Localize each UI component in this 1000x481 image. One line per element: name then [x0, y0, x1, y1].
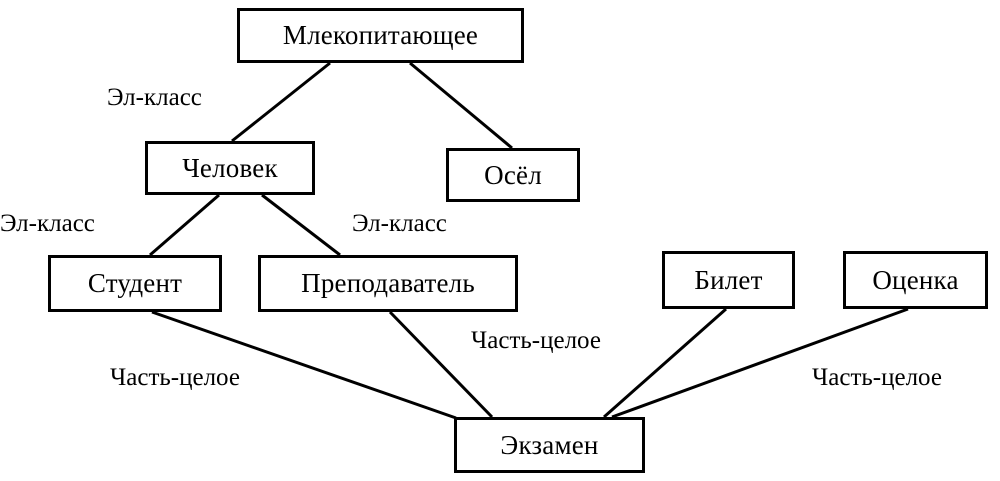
edge-grade-exam [611, 307, 909, 419]
node-human-label: Человек [182, 152, 278, 183]
edge-human-student [149, 193, 220, 257]
edge-label-chast-celoe-1: Часть-целое [471, 327, 601, 354]
node-ticket-label: Билет [694, 264, 763, 295]
edge-label-chast-celoe-3: Часть-целое [812, 364, 942, 391]
edge-label-el-klass-1: Эл-класс [107, 84, 202, 111]
node-exam-label: Экзамен [500, 429, 599, 460]
node-human[interactable]: Человек [145, 141, 315, 195]
node-mammal[interactable]: Млекопитающее [237, 8, 524, 63]
edge-mammal-donkey [409, 61, 513, 150]
edge-mammal-human [231, 61, 331, 143]
edge-ticket-exam [603, 307, 727, 419]
node-teacher-label: Преподаватель [301, 268, 475, 298]
node-ticket[interactable]: Билет [662, 251, 795, 309]
edge-human-teacher [261, 193, 341, 257]
node-student[interactable]: Студент [48, 255, 222, 312]
node-exam[interactable]: Экзамен [454, 417, 645, 473]
edge-student-exam [151, 310, 457, 420]
edge-teacher-exam [388, 310, 494, 419]
edge-label-el-klass-2: Эл-класс [0, 210, 95, 237]
node-grade-label: Оценка [872, 264, 959, 295]
edge-label-chast-celoe-2: Часть-целое [110, 364, 240, 391]
node-teacher[interactable]: Преподаватель [258, 255, 518, 312]
node-grade[interactable]: Оценка [843, 251, 988, 309]
node-donkey-label: Осёл [484, 159, 542, 190]
node-student-label: Студент [87, 268, 183, 298]
edge-label-el-klass-3: Эл-класс [352, 210, 447, 237]
node-donkey[interactable]: Осёл [446, 148, 580, 202]
node-mammal-label: Млекопитающее [282, 20, 479, 50]
